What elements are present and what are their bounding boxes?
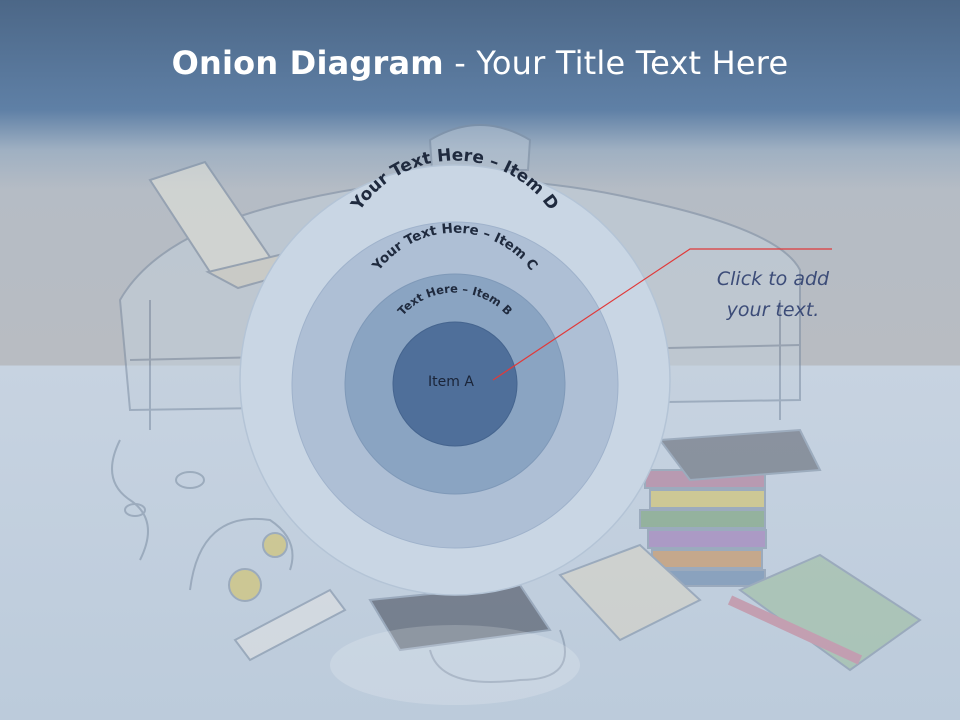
title-rest: - Your Title Text Here <box>443 44 789 82</box>
core-item-a <box>392 321 518 447</box>
callout-line-1: Click to add <box>716 268 830 290</box>
label-item-a: Item A <box>428 374 474 390</box>
callout-text-box[interactable]: Click to add your text. <box>690 264 856 326</box>
diagram-reflection <box>330 625 580 705</box>
callout-connector <box>492 248 832 381</box>
slide-title: Onion Diagram - Your Title Text Here <box>0 44 960 82</box>
callout-line-2: your text. <box>726 299 820 321</box>
title-bold: Onion Diagram <box>171 44 444 82</box>
